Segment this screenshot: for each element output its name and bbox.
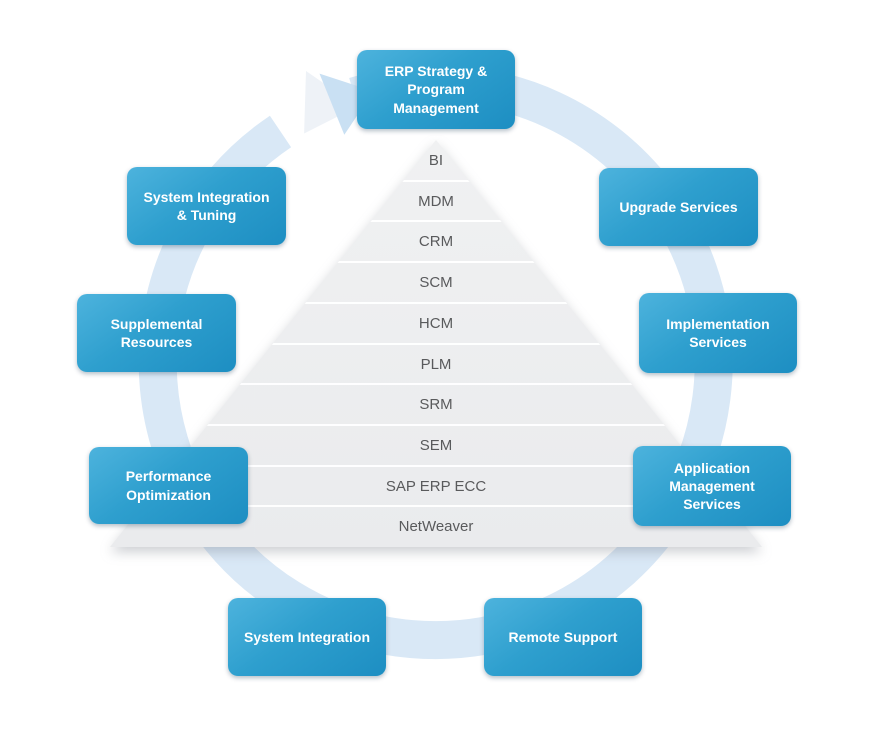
node-supplemental-resources: Supplemental Resources	[77, 294, 236, 372]
pyramid-divider	[110, 261, 762, 263]
pyramid-divider	[110, 180, 762, 182]
node-label: Performance Optimization	[125, 468, 212, 503]
node-application-management-services: Application Management Services	[633, 446, 791, 526]
pyramid-divider	[110, 424, 762, 426]
node-label: Implementation Services	[666, 315, 770, 350]
node-label: ERP Strategy & Program Management	[384, 63, 488, 116]
node-system-integration: System Integration	[228, 598, 386, 676]
node-label: Remote Support	[508, 628, 618, 645]
node-label: Supplemental Resources	[110, 315, 203, 350]
pyramid-divider	[110, 505, 762, 507]
node-system-integration-tuning: System Integration & Tuning	[127, 167, 286, 245]
node-label: Upgrade Services	[619, 198, 738, 215]
node-label: System Integration	[243, 628, 371, 645]
node-upgrade-services: Upgrade Services	[599, 168, 758, 246]
pyramid-divider	[110, 383, 762, 385]
node-performance-optimization: Performance Optimization	[89, 447, 248, 524]
node-label: Application Management Services	[669, 459, 755, 513]
node-implementation-services: Implementation Services	[639, 293, 797, 373]
ghost-arrowhead-icon	[304, 71, 358, 134]
pyramid-divider	[110, 302, 762, 304]
pyramid-divider	[110, 343, 762, 345]
pyramid-divider	[110, 465, 762, 467]
node-remote-support: Remote Support	[484, 598, 642, 676]
node-erp-strategy-program-management: ERP Strategy & Program Management	[357, 50, 515, 129]
node-label: System Integration & Tuning	[143, 188, 270, 223]
pyramid-divider	[110, 220, 762, 222]
